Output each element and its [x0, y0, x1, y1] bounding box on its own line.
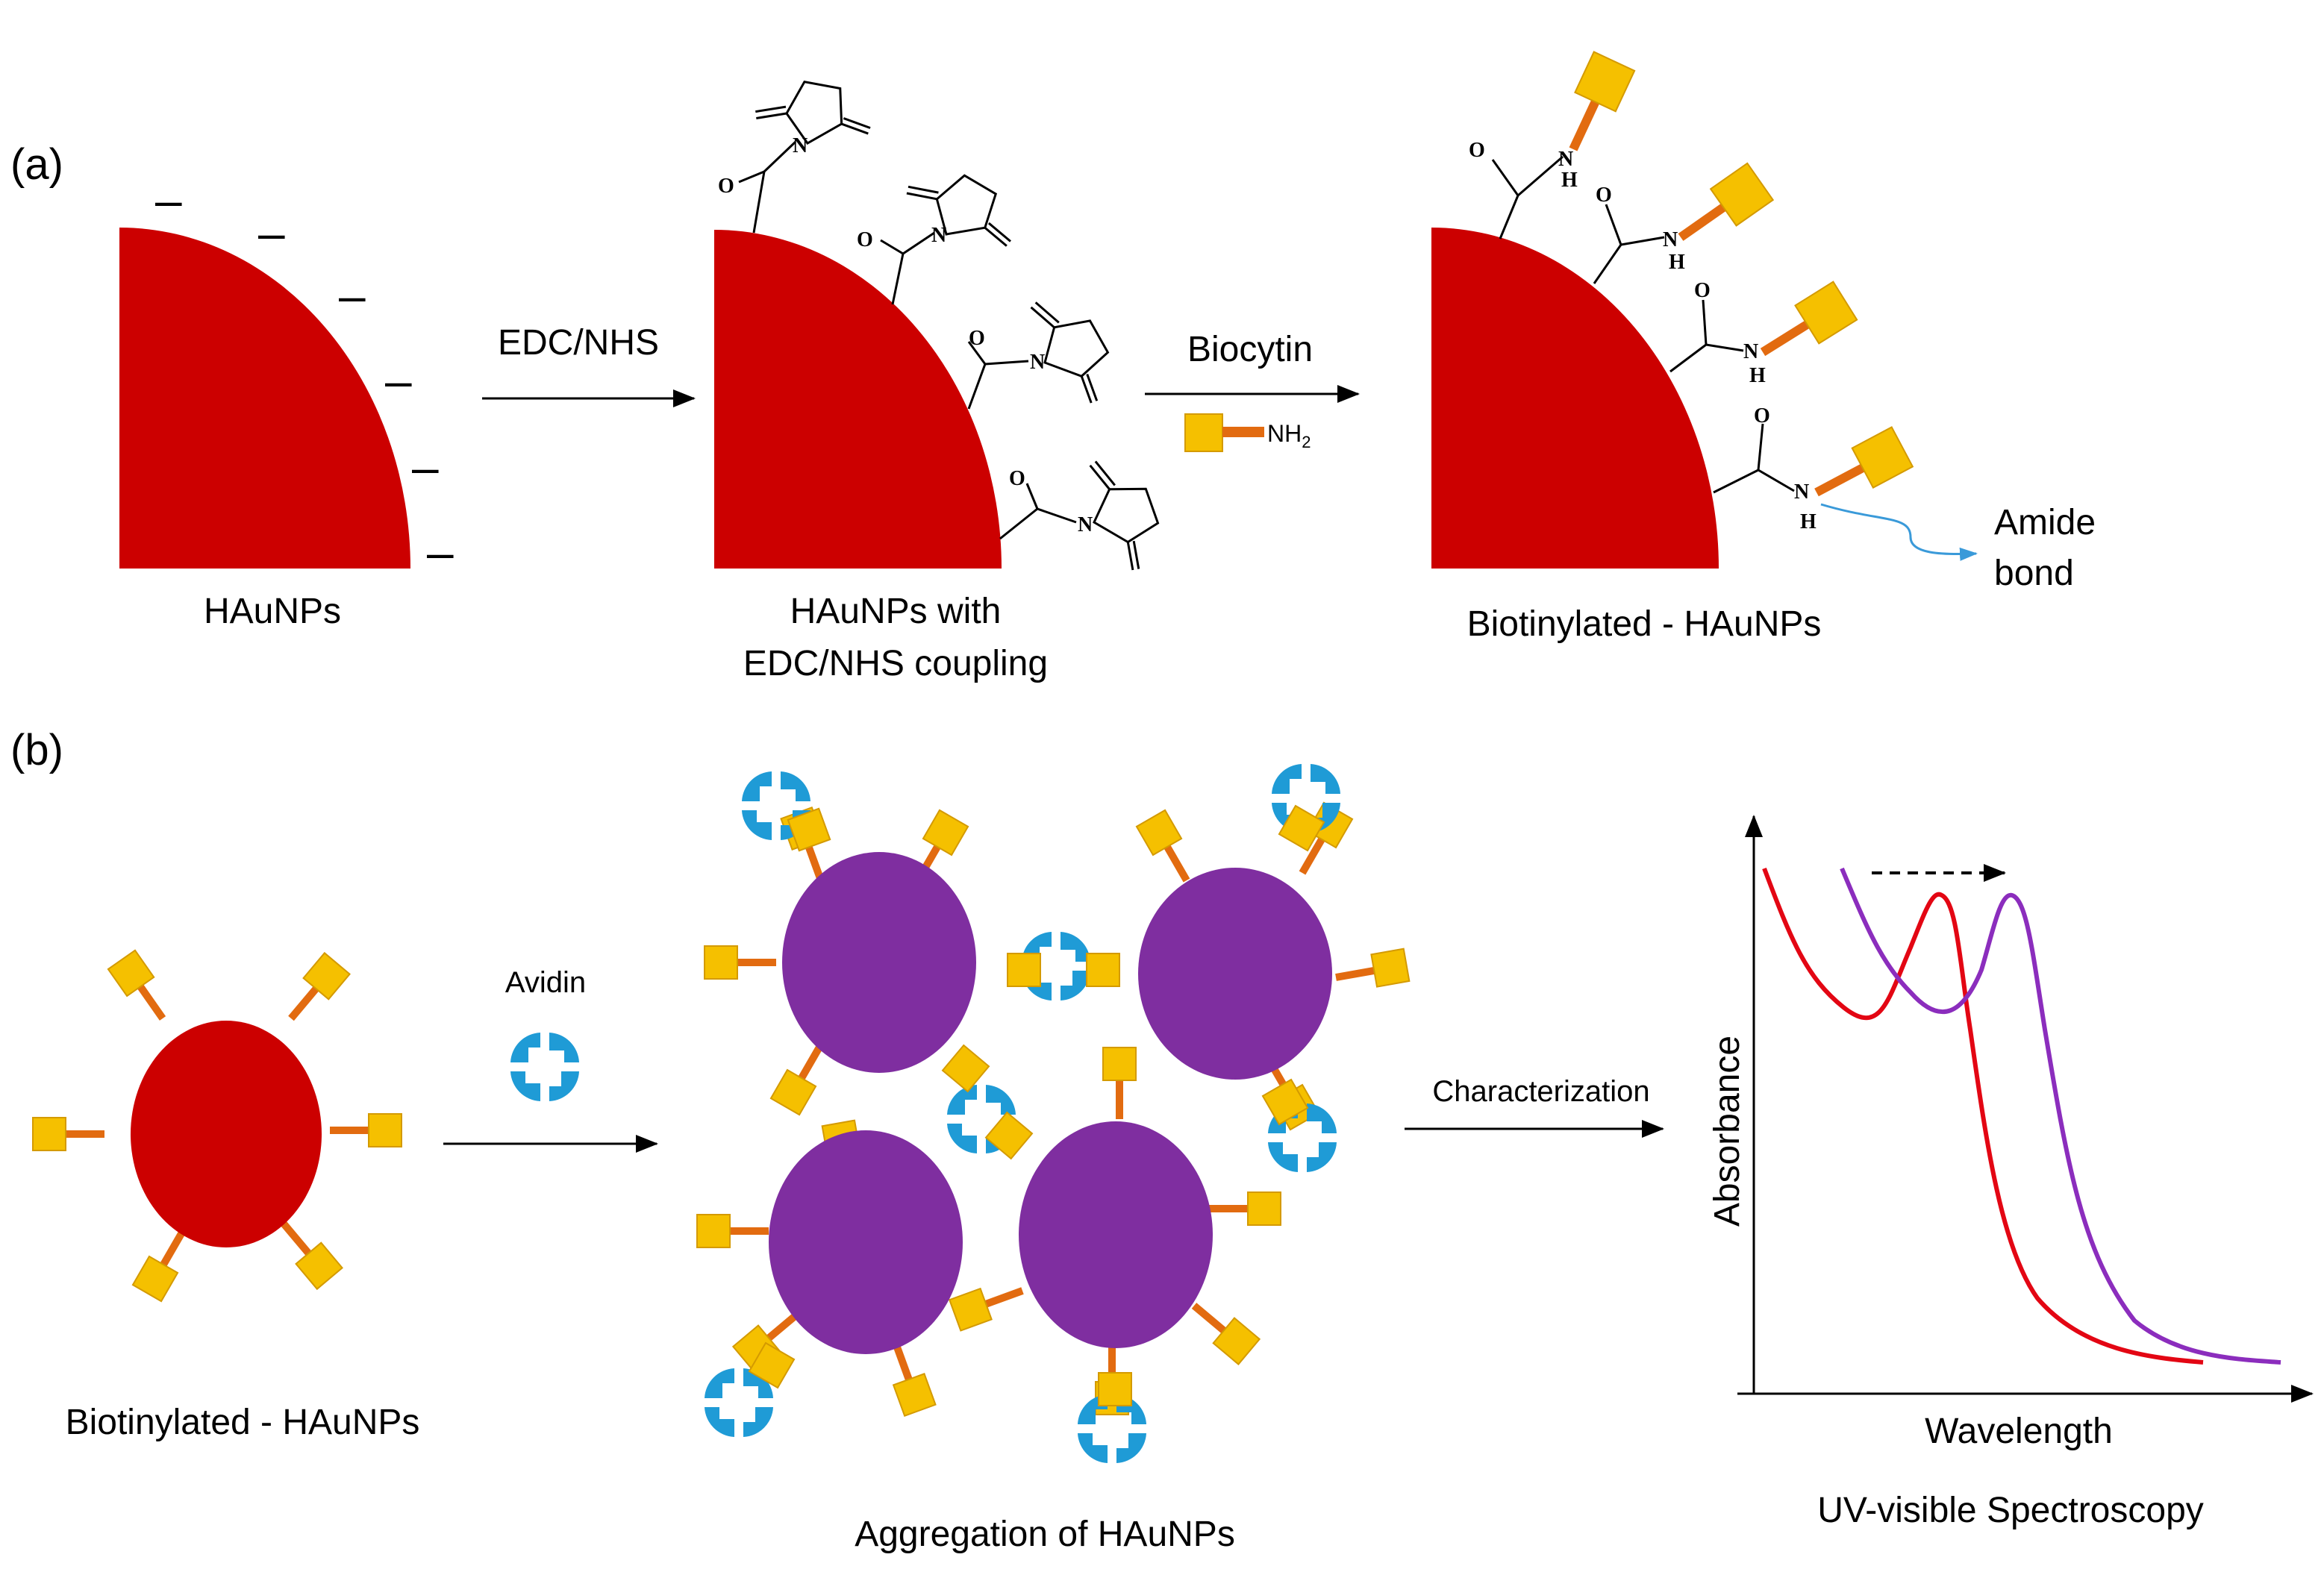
aggregated-particle-2	[1138, 868, 1332, 1080]
characterization-label: Characterization	[1432, 1075, 1649, 1108]
negative-charge-2: –	[258, 206, 285, 260]
spectrum-title: UV-visible Spectroscopy	[1817, 1491, 2204, 1530]
biocytin-reagent-label: Biocytin	[1187, 330, 1313, 369]
avidin-reagent-label: Avidin	[505, 966, 586, 999]
nhs-ester-1: O N	[718, 63, 881, 234]
avidin-icon	[510, 1033, 579, 1101]
amide-2-h: H	[1669, 251, 1685, 274]
nhs-ester-2-n: N	[931, 224, 946, 247]
amide-bond-pointer-arrow	[1820, 503, 1978, 561]
amide-3-n: N	[1743, 340, 1758, 363]
y-axis-label: Absorbance	[1708, 1036, 1747, 1227]
haunps-edc-label-line2: EDC/NHS coupling	[743, 644, 1048, 683]
nhs-ester-groups: O N O N O N O N	[718, 63, 1166, 577]
amide-2-n: N	[1663, 228, 1678, 251]
amide-3-o: O	[1694, 279, 1711, 302]
edc-nhs-reagent-label: EDC/NHS	[498, 323, 659, 363]
uv-vis-spectrum: Wavelength Absorbance UV-visible Spectro…	[1708, 815, 2314, 1530]
negative-charge-3: –	[339, 269, 366, 322]
biotinylated-particle	[32, 949, 402, 1303]
aggregated-particle-1	[782, 852, 976, 1073]
nhs-ester-3: O N	[967, 284, 1124, 415]
nhs-ester-2: O N	[857, 146, 1029, 305]
haunp-quarter-1	[119, 228, 410, 569]
biotin-icon	[1184, 413, 1264, 452]
nh2-label: NH2	[1267, 420, 1311, 451]
amide-4-o: O	[1754, 404, 1770, 428]
spectrum-curve-after	[1840, 867, 2281, 1365]
nhs-ester-4: O N	[999, 451, 1166, 577]
amide-1: O N H	[1469, 51, 1636, 239]
negative-charges: – – – – – –	[155, 173, 454, 579]
haunp-quarter-2	[714, 230, 1002, 569]
amide-2: O N H	[1593, 162, 1774, 284]
haunps-edc-label-line1: HAuNPs with	[790, 592, 1002, 631]
nhs-ester-1-n: N	[793, 134, 808, 157]
amide-4-n: N	[1794, 480, 1809, 504]
amide-4: O N H	[1713, 404, 1914, 533]
biotinylated-haunps-label: Biotinylated - HAuNPs	[1467, 604, 1822, 644]
negative-charge-4: –	[385, 354, 412, 407]
x-axis-label: Wavelength	[1925, 1412, 2113, 1451]
nhs-ester-1-o: O	[718, 175, 734, 198]
nanoparticle-aggregate	[696, 764, 1411, 1463]
haunps-label: HAuNPs	[204, 592, 341, 631]
nhs-ester-3-o: O	[969, 327, 985, 350]
aggregated-particle-3	[769, 1130, 963, 1354]
amide-3: O N H	[1669, 279, 1858, 387]
haunp-quarter-3	[1431, 228, 1719, 569]
amide-3-h: H	[1749, 364, 1766, 387]
nhs-ester-4-o: O	[1009, 467, 1025, 490]
amide-1-n: N	[1558, 148, 1573, 171]
panel-b-label: (b)	[10, 726, 63, 774]
amide-linked-biotins: O N H O N H O N H	[1469, 51, 1914, 533]
nhs-ester-2-o: O	[857, 228, 873, 251]
negative-charge-1: –	[155, 173, 182, 227]
amide-4-h: H	[1800, 510, 1817, 533]
amide-1-h: H	[1561, 169, 1578, 192]
amide-1-o: O	[1469, 139, 1485, 162]
amide-2-o: O	[1596, 184, 1612, 207]
aggregated-particle-4	[1019, 1121, 1213, 1348]
amide-label-line1: Amide	[1994, 503, 2096, 542]
panel-a-label: (a)	[10, 140, 63, 189]
negative-charge-5: –	[412, 440, 439, 494]
biotinylated-haunps-label-b: Biotinylated - HAuNPs	[66, 1403, 420, 1442]
negative-charge-6: –	[427, 525, 454, 579]
aggregation-label: Aggregation of HAuNPs	[855, 1515, 1235, 1554]
nhs-ester-3-n: N	[1030, 351, 1045, 374]
nhs-ester-4-n: N	[1078, 513, 1093, 536]
spectrum-curve-before	[1762, 867, 2204, 1365]
gold-nanoparticle	[131, 1021, 322, 1247]
amide-label-line2: bond	[1994, 554, 2074, 593]
